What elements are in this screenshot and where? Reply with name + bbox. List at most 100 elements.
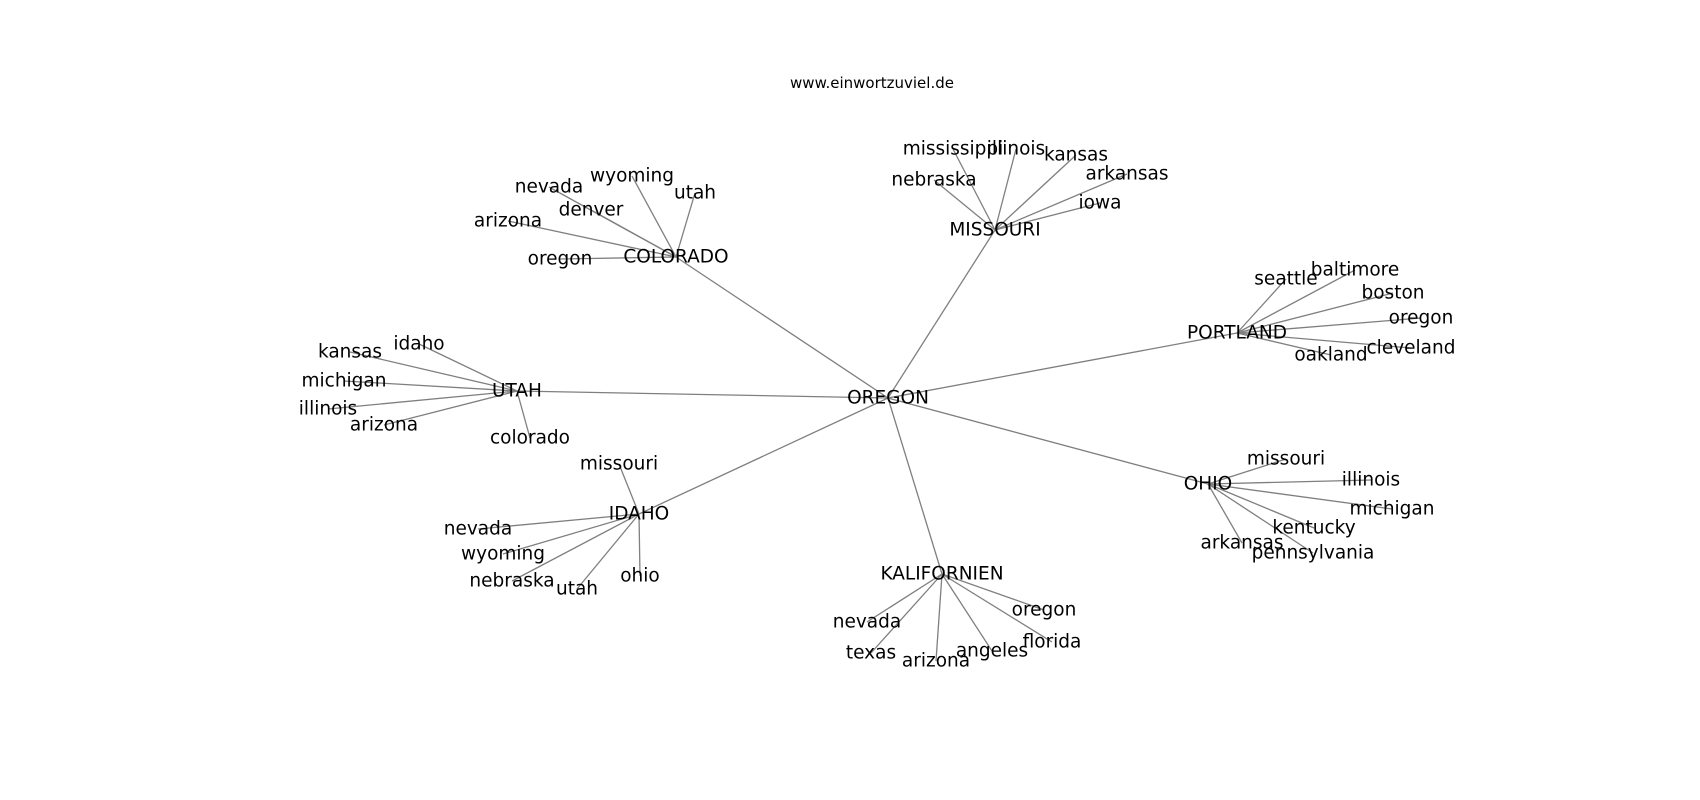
- edge-hub-to-leaf: [952, 148, 996, 231]
- hub-node-label: OHIO: [1184, 474, 1233, 495]
- edge-hub-to-leaf: [1207, 479, 1372, 485]
- hub-node-label: PORTLAND: [1187, 323, 1287, 344]
- hub-node-label: KALIFORNIEN: [880, 564, 1003, 585]
- hub-node-label: MISSOURI: [949, 220, 1040, 241]
- edge-hub-to-leaf: [638, 513, 641, 577]
- leaf-node-label: michigan: [301, 371, 386, 392]
- edge-hub-to-leaf: [1207, 483, 1315, 529]
- leaf-node-label: seattle: [1254, 269, 1317, 290]
- edge-hub-to-leaf: [502, 513, 640, 555]
- edge-hub-to-leaf: [590, 209, 677, 258]
- hub-node-label: UTAH: [492, 381, 542, 402]
- edge-hub-to-leaf: [994, 154, 1077, 231]
- leaf-node-label: nevada: [515, 177, 583, 198]
- leaf-node-label: arizona: [350, 415, 418, 436]
- leaf-node-label: missouri: [1247, 449, 1325, 470]
- leaf-node-label: nevada: [444, 519, 512, 540]
- edge-hub-to-leaf: [477, 513, 640, 530]
- edge-hub-to-leaf: [618, 463, 640, 515]
- edge-center-to-hub: [638, 397, 889, 515]
- edge-hub-to-leaf: [516, 390, 531, 439]
- leaf-node-label: cleveland: [1367, 338, 1456, 359]
- leaf-node-label: boston: [1362, 283, 1425, 304]
- leaf-node-label: illinois: [299, 399, 357, 420]
- leaf-node-label: arizona: [902, 651, 970, 672]
- center-node-label: OREGON: [847, 388, 929, 409]
- edge-hub-to-leaf: [994, 202, 1101, 231]
- edge-hub-to-leaf: [1236, 278, 1287, 334]
- leaf-node-label: arkansas: [1085, 164, 1168, 185]
- edge-hub-to-leaf: [1236, 332, 1332, 356]
- leaf-node-label: oregon: [528, 249, 593, 270]
- edge-hub-to-leaf: [631, 175, 677, 258]
- leaf-node-label: arizona: [474, 211, 542, 232]
- hub-node-label: IDAHO: [609, 504, 670, 525]
- edge-hub-to-leaf: [994, 148, 1017, 231]
- graph-labels: www.einwortzuviel.de OREGON COLORADO wyomi…: [299, 74, 1456, 672]
- edge-hub-to-leaf: [675, 192, 696, 258]
- hub-node-label: COLORADO: [623, 247, 728, 268]
- leaf-node-label: kansas: [1044, 145, 1108, 166]
- edge-hub-to-leaf: [1207, 458, 1287, 485]
- leaf-node-label: nebraska: [469, 571, 554, 592]
- leaf-node-label: illinois: [987, 139, 1045, 160]
- edge-center-to-hub: [887, 229, 996, 399]
- leaf-node-label: oregon: [1012, 600, 1077, 621]
- leaf-node-label: angeles: [956, 641, 1028, 662]
- edge-hub-to-leaf: [941, 573, 1045, 611]
- leaf-node-label: wyoming: [590, 166, 674, 187]
- edge-center-to-hub: [887, 332, 1238, 399]
- edge-center-to-hub: [516, 390, 889, 399]
- leaf-node-label: utah: [556, 579, 598, 600]
- edge-hub-to-leaf: [1236, 332, 1412, 349]
- edge-hub-to-leaf: [941, 573, 993, 652]
- edge-hub-to-leaf: [507, 220, 677, 258]
- edge-hub-to-leaf: [576, 513, 640, 590]
- leaf-node-label: utah: [674, 183, 716, 204]
- leaf-node-label: nebraska: [891, 170, 976, 191]
- leaf-node-label: wyoming: [461, 544, 545, 565]
- edge-hub-to-leaf: [1207, 483, 1243, 544]
- edge-hub-to-leaf: [383, 390, 518, 426]
- leaf-node-label: iowa: [1079, 193, 1122, 214]
- leaf-node-label: nevada: [833, 612, 901, 633]
- leaf-node-label: denver: [559, 200, 624, 221]
- leaf-node-label: illinois: [1342, 470, 1400, 491]
- leaf-node-label: pennsylvania: [1252, 543, 1375, 564]
- edge-hub-to-leaf: [349, 351, 518, 392]
- edge-center-to-hub: [887, 397, 1209, 485]
- leaf-node-label: florida: [1023, 632, 1082, 653]
- edge-hub-to-leaf: [1236, 292, 1394, 334]
- leaf-node-label: arkansas: [1200, 533, 1283, 554]
- leaf-node-label: michigan: [1349, 499, 1434, 520]
- site-url-title: www.einwortzuviel.de: [790, 74, 954, 92]
- leaf-node-label: ohio: [620, 566, 660, 587]
- leaf-node-label: oakland: [1294, 345, 1367, 366]
- edge-hub-to-leaf: [1207, 483, 1314, 554]
- leaf-node-label: colorado: [490, 428, 570, 449]
- leaf-node-label: kentucky: [1272, 518, 1355, 539]
- leaf-node-label: baltimore: [1311, 260, 1400, 281]
- edge-hub-to-leaf: [1236, 269, 1356, 334]
- edge-center-to-hub: [887, 397, 943, 575]
- edge-hub-to-leaf: [418, 343, 518, 392]
- edge-hub-to-leaf: [933, 179, 996, 231]
- leaf-node-label: texas: [846, 643, 896, 664]
- edge-hub-to-leaf: [870, 573, 943, 654]
- edge-hub-to-leaf: [994, 173, 1128, 231]
- edge-hub-to-leaf: [1236, 317, 1422, 334]
- edge-hub-to-leaf: [866, 573, 943, 623]
- edge-center-to-hub: [675, 256, 889, 399]
- edge-hub-to-leaf: [343, 380, 518, 392]
- edge-hub-to-leaf: [941, 573, 1053, 643]
- edge-hub-to-leaf: [1207, 483, 1393, 510]
- edge-hub-to-leaf: [935, 573, 943, 662]
- edge-hub-to-leaf: [559, 256, 677, 260]
- leaf-node-label: missouri: [580, 454, 658, 475]
- leaf-node-label: mississippi: [903, 139, 1004, 160]
- graph-edges: [327, 148, 1422, 662]
- edge-hub-to-leaf: [327, 390, 518, 410]
- leaf-node-label: kansas: [318, 342, 382, 363]
- leaf-node-label: oregon: [1389, 308, 1454, 329]
